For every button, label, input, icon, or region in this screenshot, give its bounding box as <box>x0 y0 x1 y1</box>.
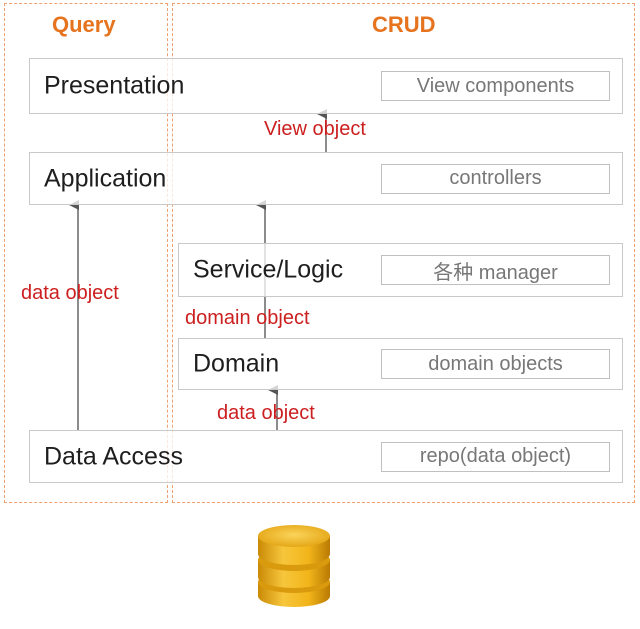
layer-presentation: Presentation View components <box>29 58 623 114</box>
layer-service-logic-name: Service/Logic <box>193 255 344 284</box>
layer-presentation-note: View components <box>381 71 610 101</box>
flow-label-domain-object: domain object <box>185 307 310 329</box>
layer-application-note: controllers <box>381 163 610 194</box>
database-icon <box>258 525 330 607</box>
query-region-title: Query <box>52 12 116 37</box>
layer-data-access-name: Data Access <box>44 442 183 470</box>
layer-domain: Domain domain objects <box>178 338 623 390</box>
flow-label-view-object: View object <box>264 118 366 140</box>
flow-label-data-object-crud: data object <box>217 402 315 424</box>
query-region <box>4 3 168 503</box>
crud-region <box>172 3 635 503</box>
flow-label-data-object-query: data object <box>21 282 119 304</box>
layer-service-logic: Service/Logic 各种 manager <box>178 243 623 297</box>
crud-region-title: CRUD <box>372 12 436 37</box>
layer-application-name: Application <box>44 164 167 192</box>
layer-application: Application controllers <box>29 152 623 205</box>
layer-presentation-name: Presentation <box>44 71 185 100</box>
layer-domain-note: domain objects <box>381 349 610 379</box>
layer-service-logic-note: 各种 manager <box>381 255 610 285</box>
layer-domain-name: Domain <box>193 349 280 378</box>
layer-data-access-note: repo(data object) <box>381 441 610 472</box>
layer-data-access: Data Access repo(data object) <box>29 430 623 483</box>
